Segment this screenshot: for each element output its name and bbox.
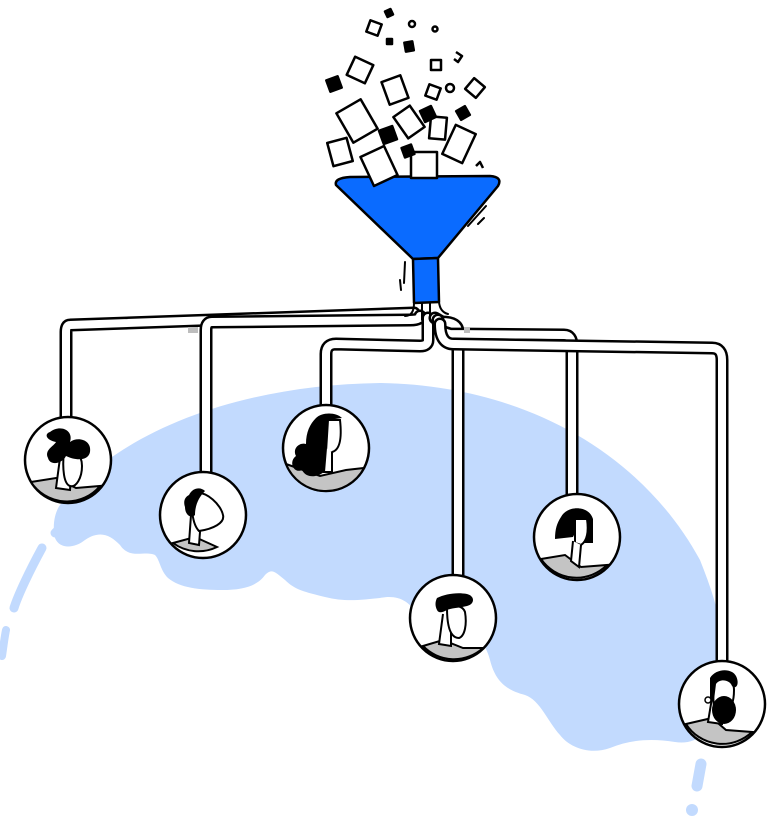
document xyxy=(475,160,485,169)
document xyxy=(441,123,477,165)
avatar-5[interactable] xyxy=(532,492,622,582)
document xyxy=(463,76,487,100)
globe-drip-left-2 xyxy=(0,626,10,660)
document xyxy=(359,144,399,188)
avatar-neck xyxy=(569,540,582,569)
pipe-to-avatar-1 xyxy=(62,309,418,422)
avatar-hair xyxy=(184,488,205,517)
document xyxy=(427,115,449,141)
avatar-shirt xyxy=(284,462,366,492)
avatar-face xyxy=(574,518,589,547)
globe-shape xyxy=(53,383,724,751)
dark-document xyxy=(325,75,343,93)
document xyxy=(444,82,456,94)
funnel-outflow xyxy=(404,301,449,321)
dark-document xyxy=(383,7,395,19)
document xyxy=(429,58,443,72)
avatar-2[interactable] xyxy=(158,470,248,560)
document xyxy=(424,83,442,101)
funnel-speed-lines xyxy=(399,205,487,291)
distribution-pipes xyxy=(59,306,729,672)
pipe-to-avatar-6 xyxy=(436,320,726,669)
avatar-shirt xyxy=(539,553,610,579)
avatar-hair xyxy=(435,593,473,613)
avatar-face xyxy=(324,419,342,453)
pipe-shadow xyxy=(188,327,198,333)
document xyxy=(380,74,410,106)
document xyxy=(392,104,426,140)
dark-document xyxy=(385,37,394,46)
dark-document xyxy=(403,40,416,53)
dark-document xyxy=(400,143,416,159)
avatar-4[interactable] xyxy=(408,573,498,663)
document xyxy=(325,136,355,168)
avatar-hair xyxy=(292,413,342,477)
globe-drip-bottom xyxy=(691,758,707,792)
avatars xyxy=(23,403,767,749)
funnel-cone xyxy=(334,174,501,261)
globe-drip-left xyxy=(9,543,47,613)
avatar-1[interactable] xyxy=(23,415,113,505)
dark-document xyxy=(377,124,399,146)
document xyxy=(453,50,464,64)
dark-document xyxy=(454,104,472,122)
document xyxy=(409,150,439,180)
avatar-hair xyxy=(46,428,91,464)
document xyxy=(365,19,383,37)
document xyxy=(431,25,439,33)
avatar-ear xyxy=(704,696,712,704)
funnel xyxy=(334,174,501,321)
avatar-6[interactable] xyxy=(677,659,767,749)
globe-drip-dot xyxy=(686,804,698,816)
falling-documents xyxy=(325,7,487,188)
pipe-to-avatar-2 xyxy=(202,312,424,477)
pipe-to-avatar-3 xyxy=(322,314,432,412)
avatar-shirt xyxy=(684,716,755,745)
avatar-beard xyxy=(712,696,736,724)
avatar-neck xyxy=(322,447,333,473)
document xyxy=(335,98,379,144)
globe-drip-top-left xyxy=(50,513,75,538)
pipe-shadow xyxy=(464,327,470,333)
funnel-spout xyxy=(411,256,441,305)
avatar-hair xyxy=(710,670,738,700)
avatar-3[interactable] xyxy=(281,403,371,493)
document xyxy=(345,55,375,85)
document xyxy=(407,19,417,29)
dark-document xyxy=(418,104,438,124)
